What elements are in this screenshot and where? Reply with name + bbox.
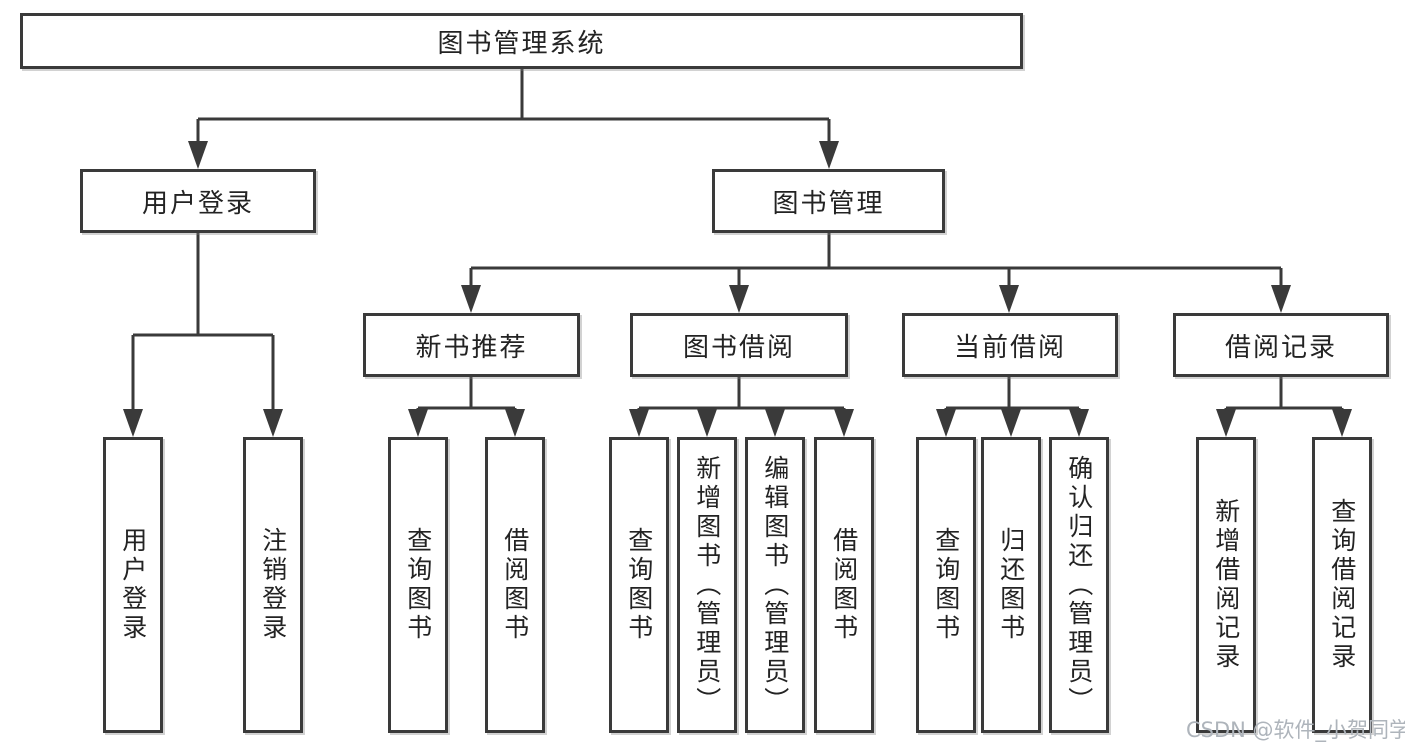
node-label: 查询图书 bbox=[624, 527, 654, 643]
node-label: 图书管理 bbox=[772, 188, 885, 219]
arrowhead bbox=[1069, 409, 1089, 437]
node-book-management: 图书管理 bbox=[712, 169, 945, 233]
edges-borrowing-records-to-leaves bbox=[1216, 377, 1352, 437]
connector-line bbox=[637, 377, 846, 412]
node-login-leaf: 用户登录 bbox=[103, 437, 163, 733]
node-label: 查询图书 bbox=[931, 527, 961, 643]
arrowhead bbox=[1271, 285, 1291, 313]
node-label: 查询借阅记录 bbox=[1327, 498, 1357, 672]
node-label: 新增借阅记录 bbox=[1211, 498, 1241, 672]
node-label: 借阅图书 bbox=[829, 527, 859, 643]
node-label: 注销登录 bbox=[258, 527, 288, 643]
arrowhead bbox=[505, 409, 525, 437]
edges-root-to-level2 bbox=[188, 69, 839, 169]
node-label: 图书借阅 bbox=[682, 332, 795, 363]
node-borrow-books-recommend: 借阅图书 bbox=[485, 437, 545, 733]
node-label: 借阅图书 bbox=[500, 527, 530, 643]
arrowhead bbox=[729, 285, 749, 313]
node-label: 查询图书 bbox=[403, 527, 433, 643]
edges-current-borrowing-to-leaves bbox=[936, 377, 1089, 437]
arrowhead bbox=[834, 409, 854, 437]
node-label: 图书管理系统 bbox=[437, 28, 606, 59]
node-add-books-admin: 新增图书（管理员） bbox=[677, 437, 737, 733]
edges-book-borrowing-to-leaves bbox=[629, 377, 854, 437]
node-user-login: 用户登录 bbox=[80, 169, 316, 233]
node-return-books: 归还图书 bbox=[981, 437, 1041, 733]
node-query-books-borrow: 查询图书 bbox=[609, 437, 669, 733]
arrowhead bbox=[263, 409, 283, 437]
arrowhead bbox=[188, 141, 208, 169]
node-borrowing-records: 借阅记录 bbox=[1173, 313, 1389, 377]
node-label: 借阅记录 bbox=[1224, 332, 1337, 363]
edges-book-management-to-level3 bbox=[461, 233, 1291, 313]
arrowhead bbox=[697, 409, 717, 437]
connector-line bbox=[469, 233, 1283, 288]
node-borrow-books: 借阅图书 bbox=[814, 437, 874, 733]
arrowhead bbox=[936, 409, 956, 437]
arrowhead bbox=[999, 285, 1019, 313]
connector-line bbox=[416, 377, 517, 412]
node-label: 当前借阅 bbox=[953, 332, 1066, 363]
node-logout-leaf: 注销登录 bbox=[243, 437, 303, 733]
connector-line bbox=[1224, 377, 1344, 412]
node-label: 新书推荐 bbox=[415, 332, 528, 363]
node-query-books-recommend: 查询图书 bbox=[388, 437, 448, 733]
arrowhead bbox=[629, 409, 649, 437]
connector-line bbox=[944, 377, 1081, 412]
node-query-books-current: 查询图书 bbox=[916, 437, 976, 733]
node-book-borrowing: 图书借阅 bbox=[630, 313, 848, 377]
node-confirm-return-admin: 确认归还（管理员） bbox=[1049, 437, 1109, 733]
arrowhead bbox=[123, 409, 143, 437]
arrowhead bbox=[1001, 409, 1021, 437]
node-query-borrow-record: 查询借阅记录 bbox=[1312, 437, 1372, 733]
csdn-watermark: CSDN @软件_小贺同学 bbox=[1186, 718, 1405, 742]
node-label: 用户登录 bbox=[141, 188, 254, 219]
node-label: 新增图书（管理员） bbox=[692, 454, 722, 716]
node-edit-books-admin: 编辑图书（管理员） bbox=[745, 437, 805, 733]
arrowhead bbox=[1332, 409, 1352, 437]
arrowhead bbox=[765, 409, 785, 437]
node-new-book-recommendation: 新书推荐 bbox=[363, 313, 580, 377]
node-label: 确认归还（管理员） bbox=[1064, 454, 1094, 716]
node-label: 编辑图书（管理员） bbox=[760, 454, 790, 716]
connector-line bbox=[131, 233, 275, 412]
node-current-borrowing: 当前借阅 bbox=[902, 313, 1118, 377]
arrowhead bbox=[408, 409, 428, 437]
node-library-management-system: 图书管理系统 bbox=[20, 13, 1023, 69]
edges-user-login-to-leaves bbox=[123, 233, 283, 437]
arrowhead bbox=[819, 141, 839, 169]
node-add-borrow-record: 新增借阅记录 bbox=[1196, 437, 1256, 733]
connector-line bbox=[196, 69, 831, 144]
arrowhead bbox=[1216, 409, 1236, 437]
node-label: 用户登录 bbox=[118, 527, 148, 643]
edges-new-book-recommendation-to-leaves bbox=[408, 377, 525, 437]
arrowhead bbox=[461, 285, 481, 313]
node-label: 归还图书 bbox=[996, 527, 1026, 643]
